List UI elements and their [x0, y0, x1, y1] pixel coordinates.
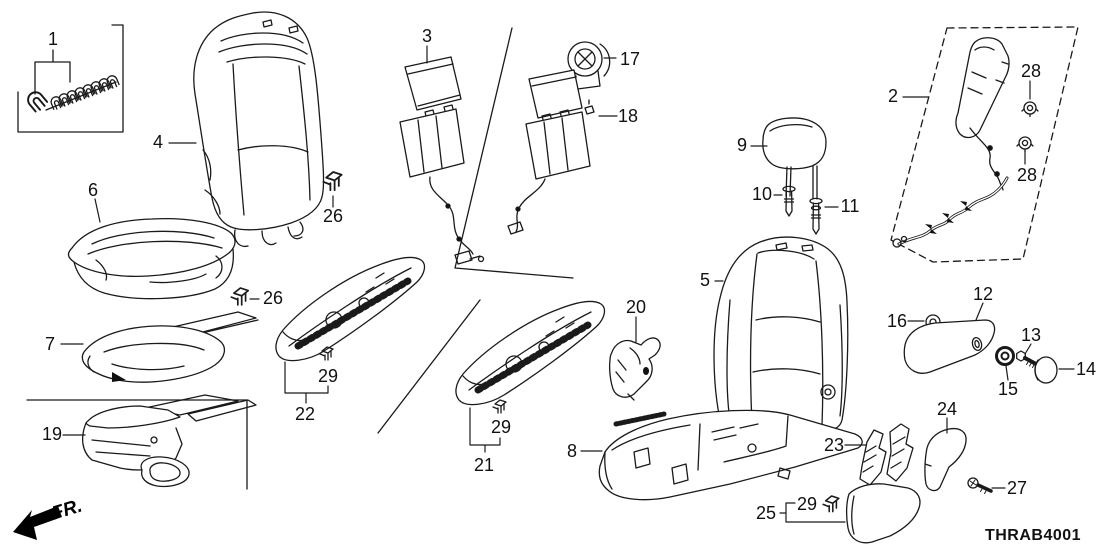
callout-label-6: 6 [87, 180, 99, 200]
group-box-1 [17, 24, 124, 133]
part-23-recliner-covers [859, 423, 914, 486]
callout-label-9: 9 [736, 135, 748, 155]
part-21-rail-cover [456, 302, 605, 405]
callout-label-29: 29 [490, 417, 512, 437]
part-19-cover [81, 394, 257, 488]
part-1-springs [24, 49, 121, 114]
callout-label-18: 18 [617, 106, 639, 126]
callout-label-28: 28 [1020, 61, 1042, 81]
callout-label-12: 12 [972, 284, 994, 304]
part-17-belt-guide [567, 41, 611, 91]
callout-label-14: 14 [1075, 359, 1097, 379]
part-3-heater [399, 56, 485, 265]
callout-label-5: 5 [699, 270, 711, 290]
part-2-harness [892, 176, 1009, 248]
callout-label-28: 28 [1016, 165, 1038, 185]
callout-label-27: 27 [1006, 478, 1028, 498]
part-26-clip-a [322, 171, 343, 192]
callout-label-24: 24 [936, 399, 958, 419]
callout-label-26: 26 [262, 288, 284, 308]
callout-label-26: 26 [322, 206, 344, 226]
part-9-headrest [762, 117, 827, 200]
part-11-headrest-guide [809, 197, 823, 235]
callout-label-21: 21 [473, 455, 495, 475]
callout-label-3: 3 [421, 26, 433, 46]
part-15-collar [995, 346, 1015, 366]
callout-label-1: 1 [47, 29, 59, 49]
callout-label-11: 11 [840, 196, 860, 216]
callout-label-13: 13 [1020, 325, 1042, 345]
leader-lines [60, 45, 1075, 523]
callout-label-25: 25 [755, 503, 777, 523]
part-27-screw [967, 477, 993, 494]
part-22-rail-cover [276, 258, 425, 361]
callout-label-7: 7 [44, 334, 56, 354]
callout-label-23: 23 [823, 435, 845, 455]
part-2-side-airbag [955, 37, 1010, 191]
callout-label-10: 10 [751, 184, 773, 204]
callout-label-2: 2 [887, 86, 899, 106]
part-20-recliner-cover [608, 337, 661, 401]
group-box-2-dashed [890, 26, 1079, 263]
callout-label-15: 15 [997, 379, 1019, 399]
callout-label-16: 16 [886, 311, 908, 331]
part-28-nut-top [1021, 101, 1039, 118]
part-28-nut-bottom [1016, 136, 1034, 153]
callout-label-17: 17 [619, 49, 641, 69]
part-7-cushion-pad [81, 311, 259, 383]
divider-lines [377, 27, 574, 434]
callout-label-29: 29 [317, 366, 339, 386]
callout-label-4: 4 [152, 132, 164, 152]
callout-label-29: 29 [796, 494, 818, 514]
part-18-heater [507, 69, 595, 235]
part-10-headrest-guide [782, 185, 796, 217]
part-8-cushion-pad [598, 409, 863, 501]
part-14-cap [1034, 356, 1058, 384]
callout-label-20: 20 [625, 297, 647, 317]
callout-label-19: 19 [41, 424, 63, 444]
part-25-cover [845, 483, 921, 544]
callout-label-8: 8 [566, 441, 578, 461]
part-13-bolt [1016, 350, 1038, 368]
fr-arrow-icon [13, 506, 62, 540]
part-4-seatback-cover [193, 11, 325, 248]
diagram-code: THRAB4001 [984, 527, 1082, 544]
part-5-seatback-pad [713, 236, 849, 435]
callout-label-22: 22 [294, 404, 316, 424]
part-29-clip-c [822, 495, 840, 513]
part-6-cushion-cover [67, 217, 236, 300]
part-29-clip-b [492, 399, 507, 414]
part-26-clip-b [230, 287, 250, 306]
part-12-armrest-base [903, 319, 996, 374]
part-24-cover [924, 427, 967, 492]
